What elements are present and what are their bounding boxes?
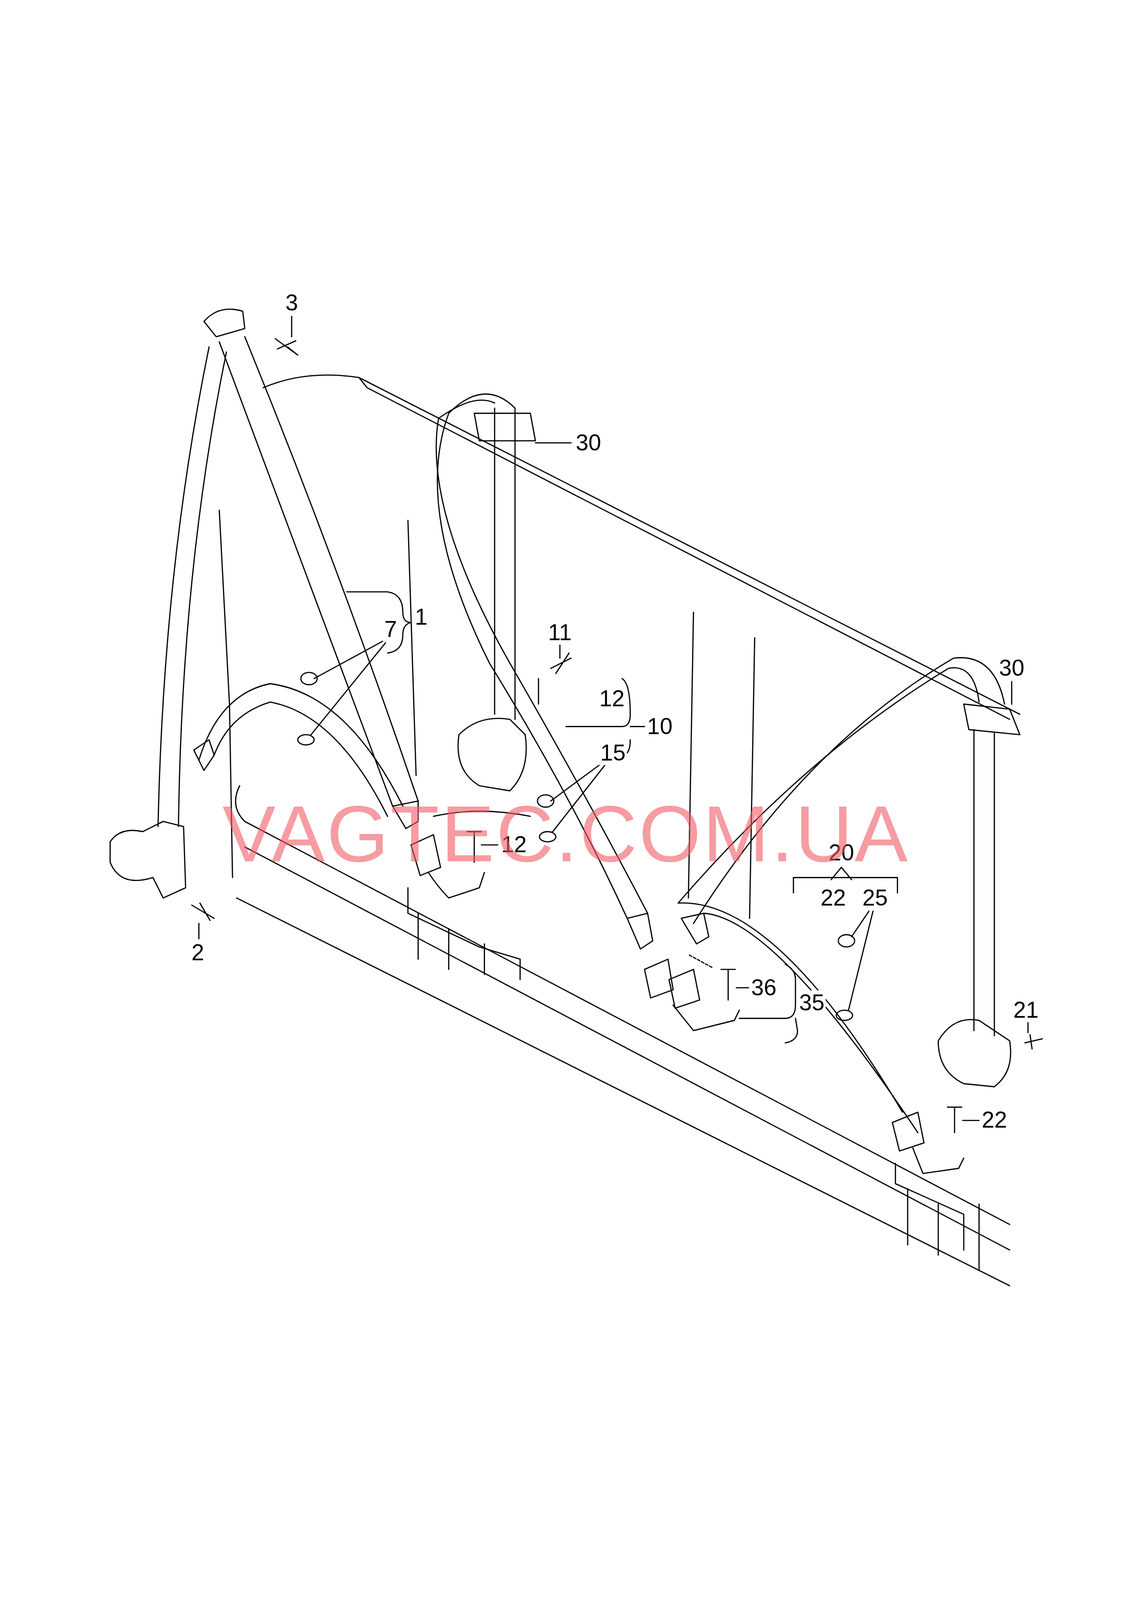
callout-number: 7 xyxy=(382,616,399,642)
callout-number: 25 xyxy=(861,885,890,910)
callout-number: 22 xyxy=(819,885,848,910)
callout-number: 10 xyxy=(645,713,675,739)
callout-number: 15 xyxy=(599,740,628,765)
callout-number: 36 xyxy=(749,975,779,1000)
callout-number: 30 xyxy=(574,430,603,455)
watermark: VAGTEC.COM.UA xyxy=(222,793,910,873)
callout-number: 1 xyxy=(413,604,429,630)
callout-number: 3 xyxy=(284,290,300,316)
callout-number: 12 xyxy=(597,686,626,711)
callout-number: 2 xyxy=(190,939,206,965)
callout-number: 35 xyxy=(797,990,827,1015)
callout-number: 11 xyxy=(546,619,574,645)
callout-number: 22 xyxy=(980,1107,1009,1132)
callout-number: 21 xyxy=(1012,997,1041,1023)
callout-number: 30 xyxy=(997,655,1026,681)
